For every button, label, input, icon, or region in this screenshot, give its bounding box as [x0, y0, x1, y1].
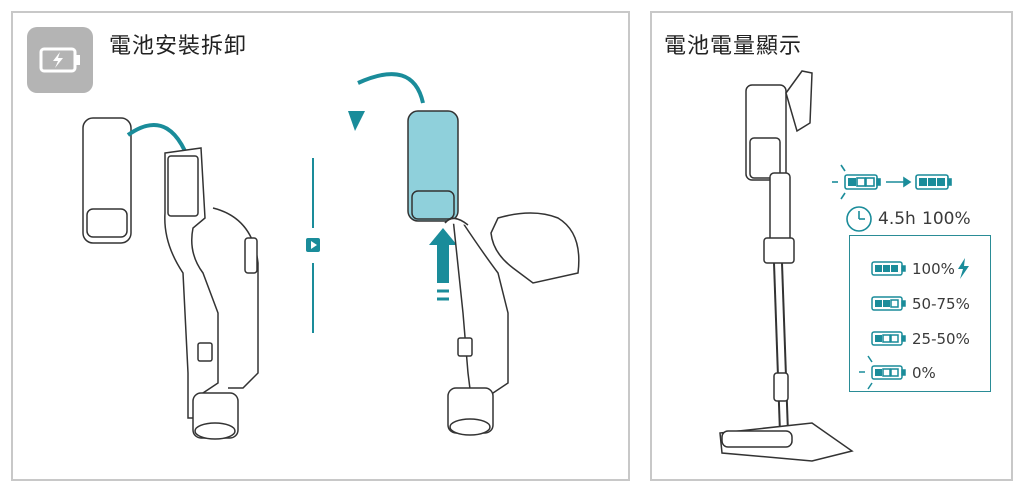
charge-time: 4.5h [878, 209, 916, 229]
legend-label-high: 50-75% [912, 295, 970, 313]
charging-indicator [832, 164, 952, 200]
remove-arrow-right [357, 72, 425, 104]
legend-label-full: 100% [912, 260, 955, 278]
level-title: 電池電量顯示 [664, 34, 803, 59]
battery-charging-icon [39, 47, 80, 73]
legend-battery-icons [859, 258, 969, 390]
stick-vacuum-illustration [719, 70, 952, 462]
battery-level-legend: 100% 50-75% 25-50% 0% [849, 235, 991, 392]
battery-badge [27, 27, 93, 93]
battery-pack-left [82, 117, 132, 244]
battery-level-panel: 電池電量顯示 [650, 11, 1013, 481]
vacuum-body-left [164, 147, 259, 440]
legend-label-mid: 25-50% [912, 330, 970, 348]
battery-pack-right [407, 110, 459, 222]
install-title: 電池安裝拆卸 [109, 34, 248, 59]
clock-icon [846, 206, 872, 232]
charge-percent: 100% [922, 209, 971, 229]
vacuum-body-right [444, 212, 580, 436]
install-illustration [82, 72, 580, 440]
battery-install-panel: 電池安裝拆卸 [11, 11, 630, 481]
legend-label-empty: 0% [912, 364, 936, 382]
